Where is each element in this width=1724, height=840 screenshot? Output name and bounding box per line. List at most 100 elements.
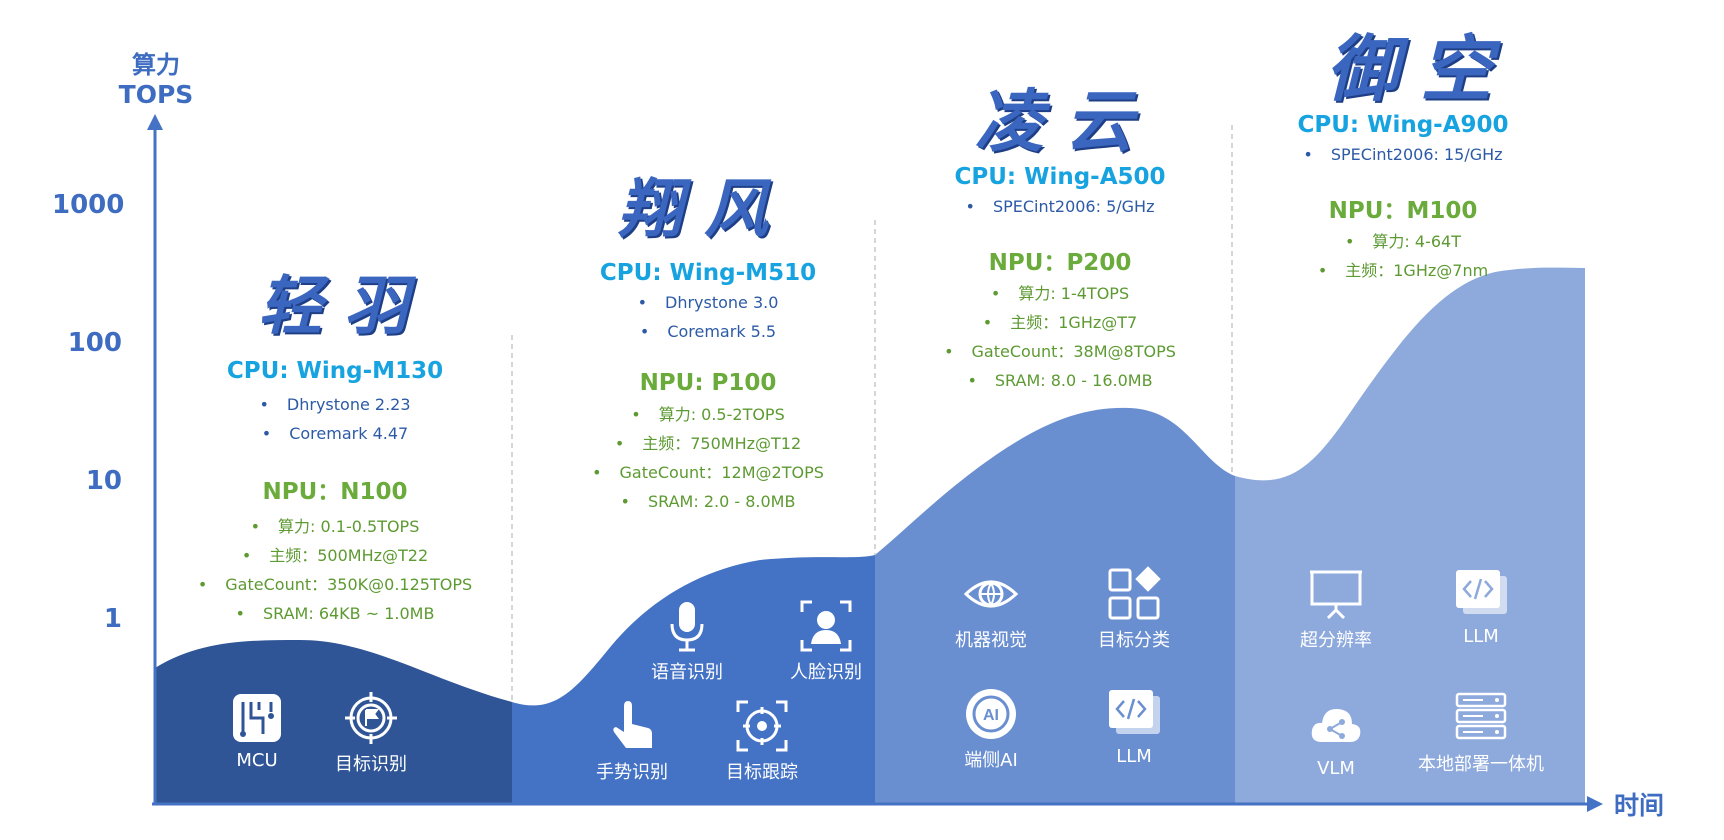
generation-title-4: 御空: [1326, 26, 1515, 111]
face-scan-icon: [800, 600, 852, 652]
app-edge-ai: AI 端侧AI: [926, 686, 1056, 772]
npu-spec-item: 算力: 1-4TOPS: [900, 279, 1220, 308]
app-label: 手势识别: [596, 762, 668, 783]
y-axis-label-line2: TOPS: [118, 80, 194, 109]
cpu-spec-list: Dhrystone 3.0 Coremark 5.5: [548, 288, 868, 346]
x-axis-label: 时间: [1614, 791, 1665, 820]
npu-spec-item: SRAM: 64KB ~ 1.0MB: [180, 599, 490, 628]
ai-chip-icon: AI: [966, 689, 1016, 739]
svg-text:AI: AI: [983, 707, 999, 724]
npu-spec-list: 算力: 0.1-0.5TOPS 主频：500MHz@T22 GateCount：…: [180, 512, 490, 628]
app-label: 端侧AI: [964, 750, 1018, 771]
npu-spec-item: 主频：1GHz@7nm: [1243, 256, 1563, 285]
app-label: 超分辨率: [1300, 630, 1372, 651]
cpu-spec-item: Coremark 5.5: [548, 317, 868, 346]
stage2-area: [512, 555, 875, 804]
cpu-spec-item: SPECint2006: 5/GHz: [900, 192, 1220, 221]
app-label: LLM: [1463, 626, 1499, 647]
app-label: 机器视觉: [955, 630, 1027, 651]
code-window-icon: [1109, 690, 1160, 734]
app-machine-vision: 机器视觉: [926, 566, 1056, 652]
eye-icon: [963, 580, 1019, 608]
app-target-recognition: 目标识别: [306, 690, 436, 776]
npu-title: NPU：N100: [262, 479, 408, 505]
cpu-spec-item: Dhrystone 2.23: [180, 390, 490, 419]
app-target-tracking: 目标跟踪: [697, 698, 827, 784]
cpu-spec-list: SPECint2006: 15/GHz: [1243, 140, 1563, 169]
app-speech-recognition: 语音识别: [622, 598, 752, 684]
y-axis-label: 算力 TOPS: [118, 50, 194, 110]
cpu-spec-list: SPECint2006: 5/GHz: [900, 192, 1220, 221]
npu-spec-item: 主频：1GHz@T7: [900, 308, 1220, 337]
app-face-recognition: 人脸识别: [761, 598, 891, 684]
app-local-deployment: 本地部署一体机: [1406, 690, 1556, 776]
app-mcu: MCU: [192, 690, 322, 771]
generation-title-3: 凌云: [975, 82, 1156, 162]
npu-spec-item: GateCount：38M@8TOPS: [900, 337, 1220, 366]
app-super-resolution: 超分辨率: [1271, 566, 1401, 652]
app-label: LLM: [1116, 746, 1152, 767]
generation-title-2: 翔风: [618, 172, 790, 247]
hand-pointer-icon: [613, 701, 652, 748]
generation-specs-2: CPU: Wing-M510 Dhrystone 3.0 Coremark 5.…: [548, 260, 868, 516]
app-label: MCU: [236, 750, 278, 771]
app-llm-4: LLM: [1416, 566, 1546, 647]
generation-specs-1: CPU: Wing-M130 Dhrystone 2.23 Coremark 4…: [180, 358, 490, 628]
cpu-spec-item: Dhrystone 3.0: [548, 288, 868, 317]
y-tick-100: 100: [67, 328, 122, 358]
app-gesture-recognition: 手势识别: [567, 698, 697, 784]
npu-spec-list: 算力: 1-4TOPS 主频：1GHz@T7 GateCount：38M@8TO…: [900, 279, 1220, 395]
cloud-share-icon: [1311, 708, 1361, 742]
npu-title: NPU: P100: [639, 370, 777, 396]
chip-icon: [233, 694, 281, 742]
y-axis-arrow: [147, 114, 163, 130]
app-label: 本地部署一体机: [1418, 754, 1544, 775]
app-label: 目标识别: [335, 754, 407, 775]
npu-spec-item: 算力: 0.1-0.5TOPS: [180, 512, 490, 541]
x-axis-arrow: [1587, 796, 1603, 812]
npu-title: NPU：P200: [988, 250, 1132, 276]
npu-spec-list: 算力: 0.5-2TOPS 主频：750MHz@T12 GateCount：12…: [548, 400, 868, 516]
y-axis-label-line1: 算力: [132, 51, 180, 79]
grid-classify-icon: [1108, 566, 1161, 620]
cpu-spec-list: Dhrystone 2.23 Coremark 4.47: [180, 390, 490, 448]
app-label: 目标分类: [1098, 630, 1170, 651]
npu-spec-item: SRAM: 2.0 - 8.0MB: [548, 487, 868, 516]
npu-spec-list: 算力: 4-64T 主频：1GHz@7nm: [1243, 227, 1563, 285]
app-label: 语音识别: [651, 662, 723, 683]
stage4-area: [1235, 267, 1585, 804]
cpu-spec-item: SPECint2006: 15/GHz: [1243, 140, 1563, 169]
app-llm-3: LLM: [1069, 686, 1199, 767]
npu-spec-item: 算力: 4-64T: [1243, 227, 1563, 256]
server-rack-icon: [1455, 692, 1507, 740]
cpu-title: CPU: Wing-A900: [1297, 112, 1509, 138]
app-target-classification: 目标分类: [1069, 566, 1199, 652]
stage1-area: [155, 640, 512, 804]
cpu-title: CPU: Wing-M510: [599, 260, 817, 286]
npu-title: NPU：M100: [1328, 198, 1478, 224]
y-tick-1: 1: [103, 604, 122, 634]
npu-spec-item: GateCount：12M@2TOPS: [548, 458, 868, 487]
target-flag-icon: [345, 692, 397, 744]
npu-spec-item: SRAM: 8.0 - 16.0MB: [900, 366, 1220, 395]
generation-specs-3: CPU: Wing-A500 SPECint2006: 5/GHz NPU：P2…: [900, 164, 1220, 395]
generation-specs-4: CPU: Wing-A900 SPECint2006: 15/GHz NPU：M…: [1243, 112, 1563, 285]
cpu-title: CPU: Wing-M130: [226, 358, 444, 384]
cpu-spec-item: Coremark 4.47: [180, 419, 490, 448]
microphone-icon: [670, 602, 704, 652]
npu-spec-item: 主频：500MHz@T22: [180, 541, 490, 570]
npu-spec-item: 算力: 0.5-2TOPS: [548, 400, 868, 429]
app-label: 人脸识别: [790, 662, 862, 683]
npu-spec-item: GateCount：350K@0.125TOPS: [180, 570, 490, 599]
generation-title-1: 轻羽: [258, 269, 430, 344]
app-vlm: VLM: [1271, 698, 1401, 779]
cpu-title: CPU: Wing-A500: [954, 164, 1166, 190]
y-tick-10: 10: [85, 466, 122, 496]
app-label: 目标跟踪: [726, 762, 798, 783]
app-label: VLM: [1317, 758, 1355, 779]
code-window-icon: [1456, 570, 1507, 614]
npu-spec-item: 主频：750MHz@T12: [548, 429, 868, 458]
y-tick-1000: 1000: [52, 190, 125, 220]
target-tracking-icon: [736, 700, 788, 752]
